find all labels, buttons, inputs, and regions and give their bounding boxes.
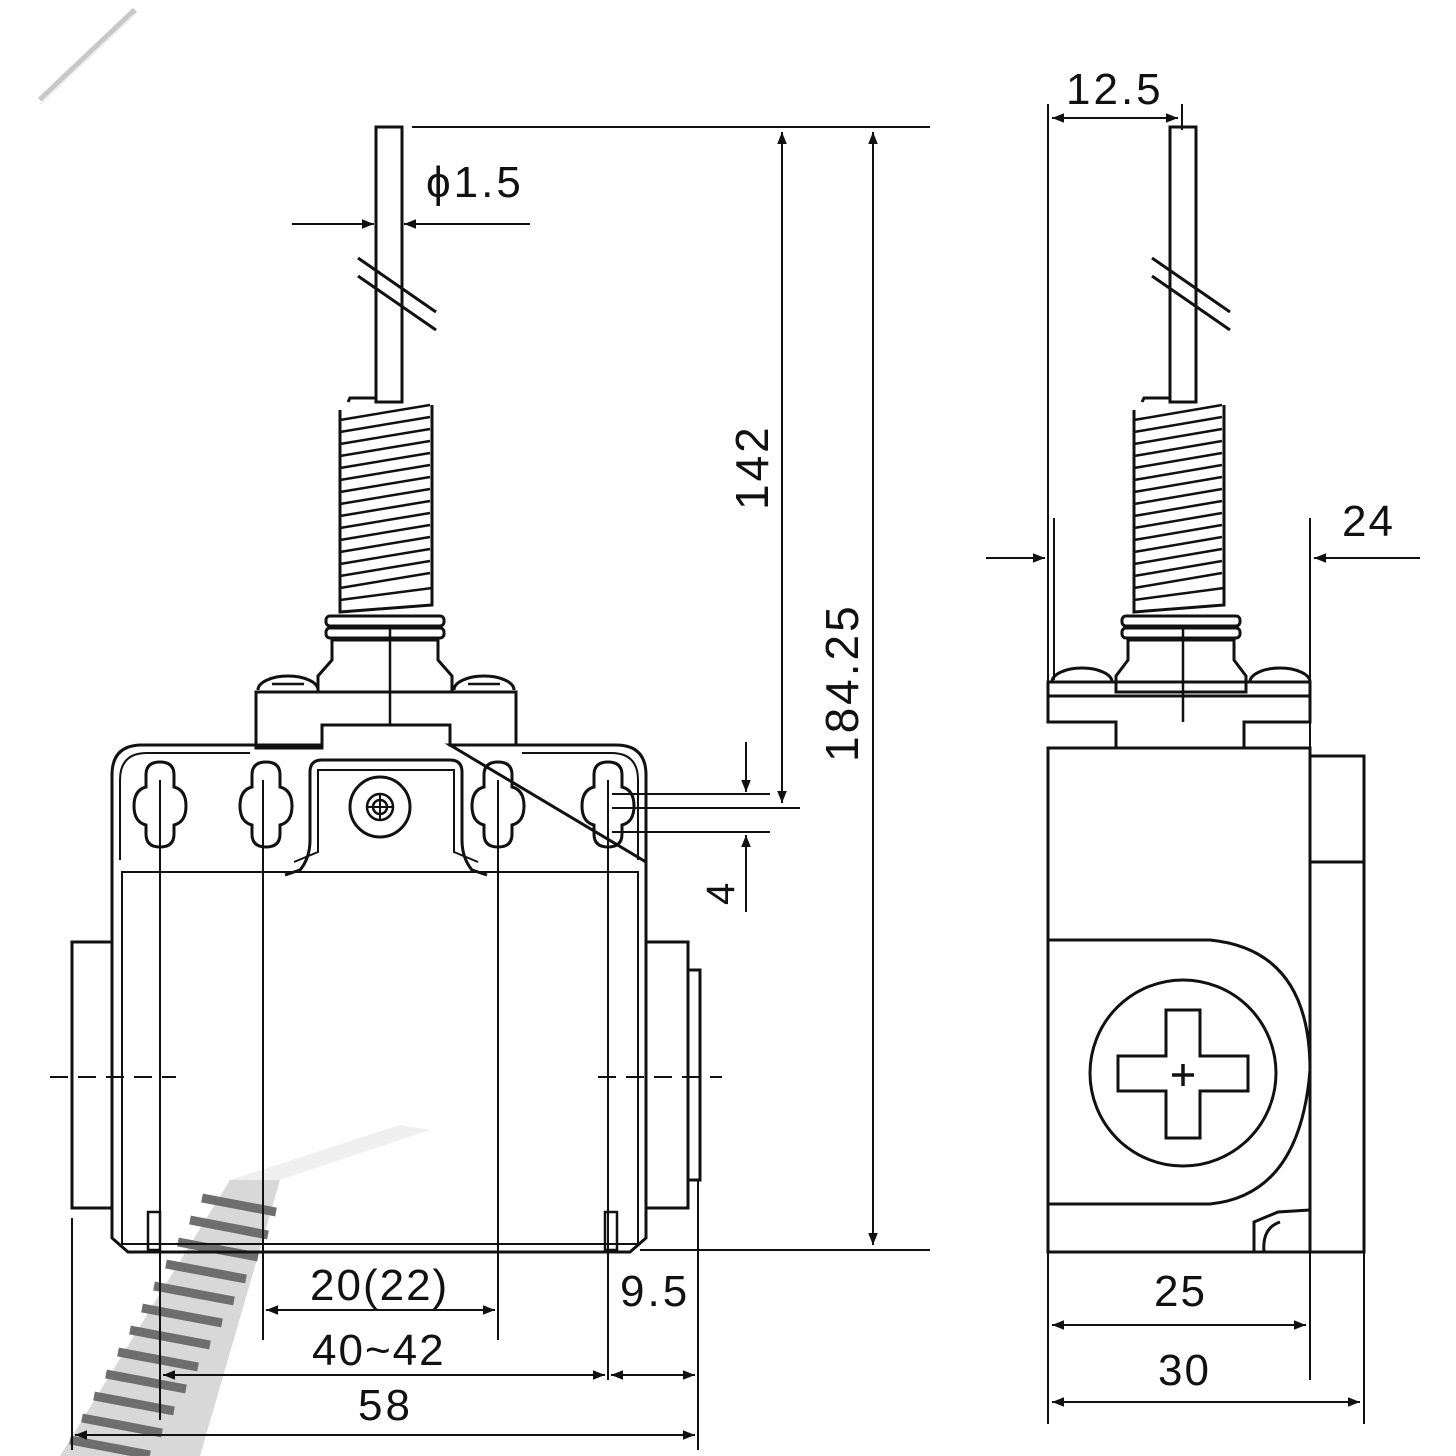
right-boss bbox=[644, 940, 690, 1210]
actuator-rod bbox=[374, 125, 404, 404]
body-depth-label: 25 bbox=[1154, 1267, 1207, 1316]
slot-length-label: 4 bbox=[699, 883, 743, 905]
left-boss bbox=[70, 940, 114, 1210]
rod-diameter-label: ϕ1.5 bbox=[426, 158, 524, 207]
overall-depth-label: 30 bbox=[1158, 1346, 1211, 1395]
side-actuator-rod bbox=[1168, 125, 1198, 404]
body-width-label: 58 bbox=[358, 1381, 413, 1430]
inner-hole-spacing-label: 20(22) bbox=[310, 1261, 449, 1310]
overall-height-label: 184.25 bbox=[816, 603, 868, 762]
mounting-holes bbox=[132, 760, 636, 849]
spring-coil bbox=[338, 396, 434, 614]
side-spring-coil bbox=[1132, 396, 1226, 614]
photo-wire-top-left bbox=[37, 7, 138, 105]
side-offset-label: 9.5 bbox=[620, 1267, 690, 1316]
roller-screw bbox=[1088, 978, 1278, 1168]
side-view bbox=[1046, 104, 1366, 1424]
center-screw bbox=[348, 775, 412, 839]
inner-depth-label: 24 bbox=[1342, 497, 1395, 546]
rod-offset-label: 12.5 bbox=[1066, 65, 1164, 114]
outer-hole-spacing-label: 40~42 bbox=[312, 1326, 446, 1375]
front-dimensions bbox=[75, 132, 878, 1440]
dimension-labels: ϕ1.5 142 184.25 4 20(22) 40~42 58 9.5 12… bbox=[310, 65, 1395, 1430]
rod-length-label: 142 bbox=[726, 424, 778, 510]
side-dimensions bbox=[986, 113, 1420, 1407]
front-view bbox=[50, 125, 930, 1450]
break-mark bbox=[357, 256, 437, 332]
